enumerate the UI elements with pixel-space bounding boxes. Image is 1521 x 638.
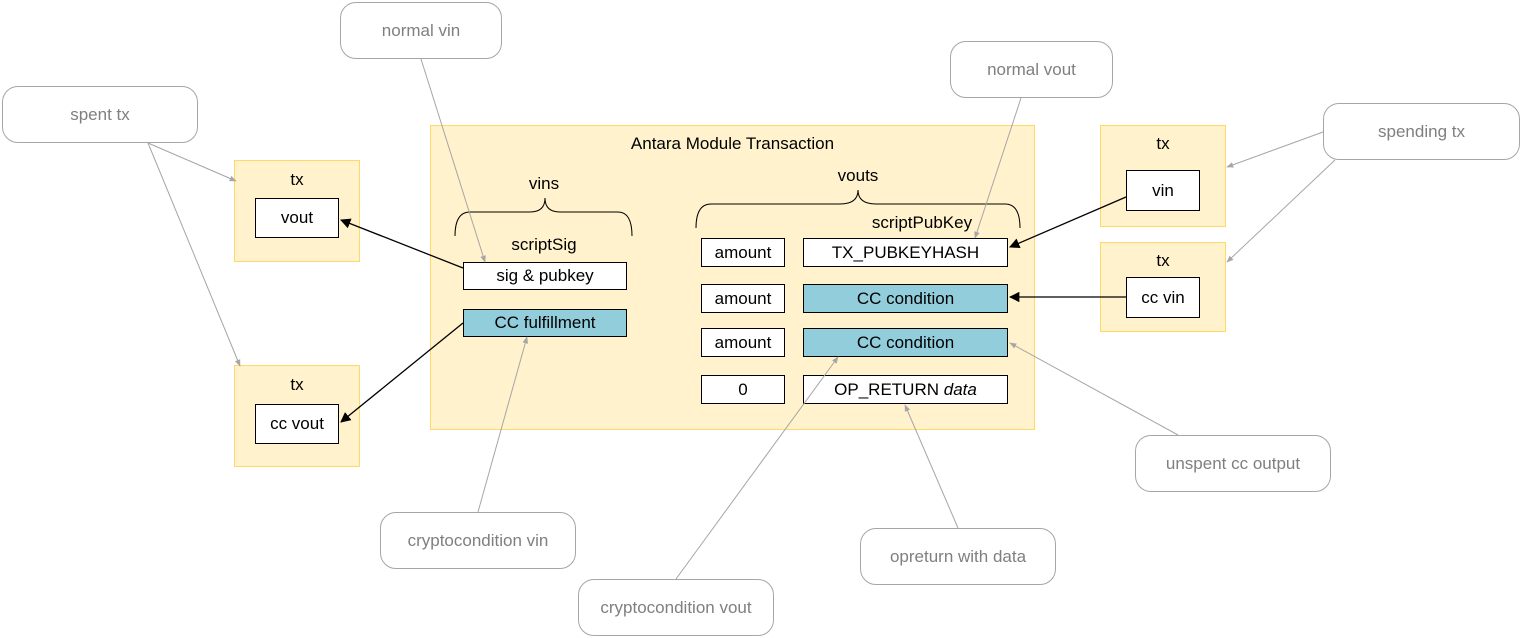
- callout-unspent-cc-output: unspent cc output: [1135, 435, 1331, 492]
- op-return-data: data: [943, 379, 977, 399]
- vout-script-2: CC condition: [803, 284, 1008, 313]
- op-return-label: OP_RETURN: [834, 379, 940, 399]
- callout-arrow-unspent-cc: [1009, 342, 1179, 436]
- callout-opreturn-with-data: opreturn with data: [860, 528, 1056, 585]
- right-tx-2-title: tx: [1156, 251, 1170, 270]
- callout-arrow-cryptocondition-vin: [477, 336, 528, 513]
- vouts-label: vouts: [837, 166, 879, 185]
- callout-cryptocondition-vout: cryptocondition vout: [578, 579, 774, 636]
- left-tx-1-vout: vout: [255, 198, 339, 238]
- arrow-vin-to-pubkeyhash: [1009, 196, 1127, 249]
- vout-amount-1: amount: [701, 238, 785, 267]
- callout-normal-vout: normal vout: [950, 41, 1113, 98]
- vout-script-1: TX_PUBKEYHASH: [803, 238, 1008, 267]
- vout-script-3: CC condition: [803, 328, 1008, 357]
- callout-arrow-cryptocondition-vout: [675, 356, 839, 580]
- main-transaction-title: Antara Module Transaction: [630, 134, 835, 153]
- callout-normal-vin: normal vin: [340, 2, 502, 59]
- vin-sig-pubkey: sig & pubkey: [463, 262, 627, 290]
- arrow-sig-to-vout: [340, 218, 464, 269]
- right-tx-1-vin: vin: [1126, 170, 1200, 211]
- vout-amount-3: amount: [701, 328, 785, 357]
- vin-cc-fulfillment: CC fulfillment: [463, 309, 627, 337]
- callout-spent-tx: spent tx: [2, 86, 198, 143]
- vins-label: vins: [528, 174, 560, 193]
- vout-amount-2: amount: [701, 284, 785, 313]
- callout-arrow-normal-vout: [974, 97, 1022, 239]
- callout-arrow-spending-tx-1: [1226, 131, 1324, 168]
- right-tx-2-cc-vin: cc vin: [1126, 277, 1200, 318]
- callout-arrow-normal-vin: [420, 58, 486, 263]
- left-tx-2-cc-vout: cc vout: [255, 404, 339, 444]
- callout-spending-tx: spending tx: [1323, 103, 1520, 160]
- callout-cryptocondition-vin: cryptocondition vin: [380, 512, 576, 569]
- callout-arrow-spending-tx-2: [1226, 159, 1336, 263]
- callout-arrow-opreturn: [904, 404, 959, 529]
- left-tx-2-title: tx: [290, 375, 304, 394]
- right-tx-1-title: tx: [1156, 134, 1170, 153]
- vins-brace: [454, 197, 633, 237]
- arrow-fulfillment-to-ccvout: [340, 322, 464, 423]
- callout-arrow-spent-tx-1: [147, 142, 237, 182]
- vout-amount-4: 0: [701, 375, 785, 404]
- scriptpubkey-label: scriptPubKey: [871, 213, 973, 232]
- vouts-brace: [695, 189, 1021, 229]
- scriptsig-label: scriptSig: [511, 235, 577, 254]
- vout-script-4: OP_RETURN data: [803, 375, 1008, 404]
- callout-arrow-spent-tx-2: [147, 142, 241, 367]
- left-tx-1-title: tx: [290, 170, 304, 189]
